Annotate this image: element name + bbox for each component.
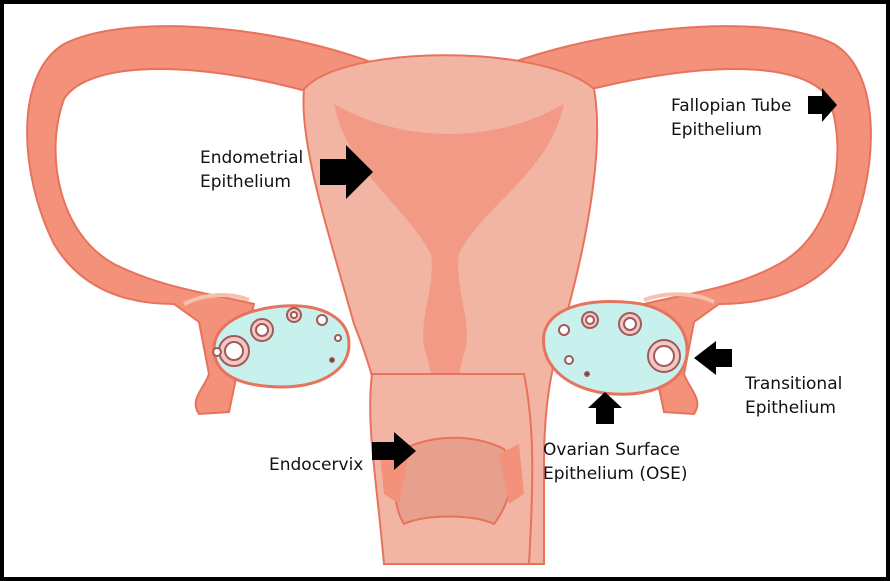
label-transitional-epithelium: Transitional Epithelium [745,372,842,420]
uterus-illustration [4,4,886,577]
arrow-ovarian-surface [588,392,622,424]
label-ovarian-surface-epithelium: Ovarian Surface Epithelium (OSE) [543,438,688,486]
label-endometrial-epithelium: Endometrial Epithelium [200,146,303,194]
label-fallopian-tube-epithelium: Fallopian Tube Epithelium [671,94,791,142]
label-endocervix: Endocervix [269,453,363,477]
arrow-transitional [694,341,732,375]
